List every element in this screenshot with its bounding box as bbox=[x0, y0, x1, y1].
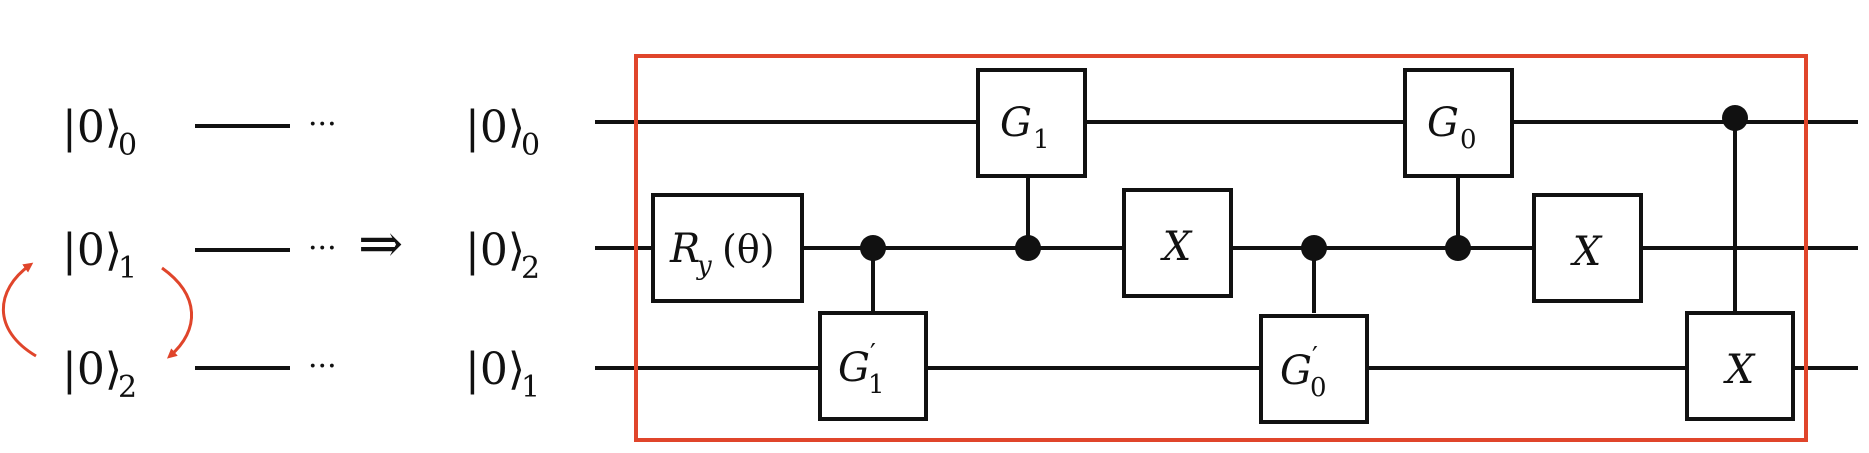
wire-label-1: |0⟩ bbox=[465, 225, 525, 276]
circuit: |0⟩ 0 |0⟩ 2 |0⟩ 1 R y (θ) G ′ 1 bbox=[465, 54, 1858, 442]
wire-label-1-sub: 2 bbox=[521, 251, 540, 286]
control-dot-g0prime bbox=[1301, 235, 1327, 261]
gate-ry: R y (θ) bbox=[651, 193, 804, 303]
gate-g0-name: G bbox=[1427, 100, 1459, 146]
left-ket-2: |0⟩ bbox=[62, 344, 122, 395]
gate-g0-prime-name: G bbox=[1280, 348, 1312, 394]
left-ket-0: |0⟩ bbox=[62, 102, 122, 153]
gate-g1-sub: 1 bbox=[1033, 125, 1050, 155]
gate-x-3: X bbox=[1685, 311, 1795, 421]
gate-g1-prime: G ′ 1 bbox=[818, 311, 928, 421]
gate-g0-box bbox=[1403, 68, 1514, 178]
gate-g0: G 0 bbox=[1403, 68, 1514, 178]
gate-x-2: X bbox=[1532, 193, 1643, 303]
gate-g1: G 1 bbox=[976, 68, 1087, 178]
gate-g1-prime-name: G bbox=[838, 345, 870, 391]
gate-g0-prime-mark: ′ bbox=[1312, 342, 1318, 372]
gate-x-1: X bbox=[1122, 188, 1233, 298]
swap-arrow-down-icon bbox=[161, 266, 193, 359]
gate-g0-prime: G ′ 0 bbox=[1259, 314, 1369, 424]
control-dot-cx bbox=[1722, 105, 1748, 131]
left-ket-1-sub: 1 bbox=[118, 251, 137, 286]
left-ellipsis-2: ··· bbox=[308, 349, 337, 384]
gate-ry-suffix: (θ) bbox=[722, 227, 775, 271]
wire-label-2: |0⟩ bbox=[465, 344, 525, 395]
swap-arrow-up-icon bbox=[1, 262, 37, 358]
gate-x-2-box bbox=[1532, 193, 1643, 303]
wire-label-2-sub: 1 bbox=[521, 370, 540, 405]
gate-x-1-box bbox=[1122, 188, 1233, 298]
gate-ry-box bbox=[651, 193, 804, 303]
gate-g1-prime-sub: 1 bbox=[868, 370, 885, 400]
gate-ry-name: R bbox=[669, 226, 700, 272]
control-dot-g1prime bbox=[860, 235, 886, 261]
gate-g0-prime-box bbox=[1259, 314, 1369, 424]
gate-g1-name: G bbox=[1000, 100, 1032, 146]
left-ellipsis-1: ··· bbox=[308, 231, 337, 266]
left-ellipsis-0: ··· bbox=[308, 107, 337, 142]
gate-ry-sub: y bbox=[696, 251, 712, 281]
gate-g0-sub: 0 bbox=[1460, 125, 1477, 155]
gate-x-3-box bbox=[1685, 311, 1795, 421]
gate-x-3-name: X bbox=[1723, 347, 1756, 393]
gate-g0-prime-sub: 0 bbox=[1310, 373, 1327, 403]
left-ket-2-sub: 2 bbox=[118, 370, 137, 405]
left-panel: |0⟩ 0 ··· |0⟩ 1 ··· |0⟩ 2 ··· bbox=[1, 102, 337, 405]
control-dot-g0 bbox=[1445, 235, 1471, 261]
implies-symbol: ⇒ bbox=[358, 212, 403, 275]
left-ket-0-sub: 0 bbox=[118, 128, 137, 163]
gate-g1-prime-box bbox=[818, 311, 928, 421]
left-ket-1: |0⟩ bbox=[62, 225, 122, 276]
gate-x-1-name: X bbox=[1160, 224, 1193, 270]
circuit-highlight-frame bbox=[634, 54, 1808, 442]
control-dot-g1 bbox=[1015, 235, 1041, 261]
wire-label-0-sub: 0 bbox=[521, 128, 540, 163]
gate-g1-prime-mark: ′ bbox=[870, 339, 876, 369]
gate-g1-box bbox=[976, 68, 1087, 178]
gate-x-2-name: X bbox=[1570, 229, 1603, 275]
wire-label-0: |0⟩ bbox=[465, 102, 525, 153]
